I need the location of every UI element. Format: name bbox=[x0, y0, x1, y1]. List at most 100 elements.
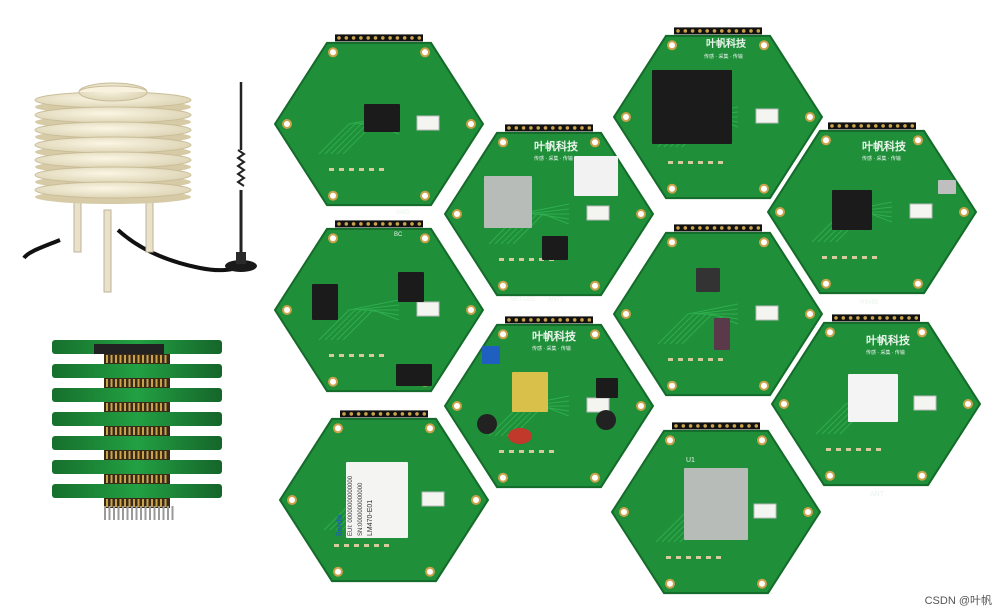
pin bbox=[388, 36, 392, 40]
voltage-regulator bbox=[542, 236, 568, 260]
smd-component bbox=[379, 168, 384, 171]
smd-component bbox=[718, 358, 723, 361]
pin-header bbox=[505, 124, 593, 132]
pin bbox=[514, 318, 519, 322]
pin bbox=[885, 316, 889, 320]
smd-component bbox=[499, 450, 504, 453]
smd-component bbox=[842, 256, 847, 259]
pin-header bbox=[828, 122, 916, 130]
stack-pin bbox=[106, 355, 108, 363]
stack-pin bbox=[115, 475, 117, 483]
lora-brand-text: lierda bbox=[335, 514, 344, 536]
stack-pin bbox=[164, 379, 167, 387]
pin bbox=[688, 424, 693, 428]
pin bbox=[895, 124, 900, 128]
smd-component bbox=[688, 161, 693, 164]
mount-hole bbox=[590, 137, 600, 148]
stack-pin bbox=[155, 379, 158, 387]
smd-component bbox=[852, 256, 857, 259]
trace bbox=[512, 213, 570, 245]
stack-pin bbox=[115, 403, 117, 411]
pin bbox=[344, 222, 349, 226]
stack-pin bbox=[155, 403, 158, 411]
pin bbox=[388, 222, 392, 226]
smd-component bbox=[678, 161, 683, 164]
stack-pin bbox=[124, 403, 126, 411]
stack-pin bbox=[142, 355, 144, 363]
ant1-label: ANT1 bbox=[548, 297, 564, 303]
stack-pin bbox=[115, 355, 117, 363]
stack-pin bbox=[160, 355, 162, 363]
smd-component bbox=[349, 168, 354, 171]
mount-hole bbox=[667, 237, 677, 248]
pin bbox=[903, 124, 907, 128]
lora-module-label: EUI: 00000000000000 SN:0000000000000 lie… bbox=[335, 475, 374, 536]
opamp-chip-left bbox=[312, 284, 338, 320]
stack-bottom-pin bbox=[167, 506, 169, 520]
mount-hole bbox=[333, 423, 343, 434]
stack-bottom-pin bbox=[144, 506, 147, 520]
stack-pin bbox=[146, 499, 149, 507]
stack-pin bbox=[133, 403, 135, 411]
stack-pin bbox=[115, 451, 117, 459]
smd-component bbox=[374, 544, 379, 547]
smd-component bbox=[364, 544, 369, 547]
stack-pin bbox=[155, 427, 158, 435]
mount-hole bbox=[420, 47, 430, 58]
trace bbox=[336, 309, 400, 341]
bc-label: BC bbox=[394, 232, 403, 238]
smd-component bbox=[359, 354, 364, 357]
pin bbox=[907, 316, 911, 320]
smd-component bbox=[832, 256, 837, 259]
stack-pin bbox=[119, 451, 122, 459]
pin bbox=[844, 124, 849, 128]
mount-hole bbox=[619, 507, 629, 517]
pin bbox=[587, 126, 592, 130]
stack-bottom-pin bbox=[113, 506, 115, 520]
pin bbox=[536, 126, 540, 130]
smd-component bbox=[706, 556, 711, 559]
stack-pin bbox=[146, 379, 149, 387]
mcu-chip bbox=[364, 104, 400, 132]
pin bbox=[410, 36, 414, 40]
stack-header-pins bbox=[104, 426, 170, 436]
mount-hole bbox=[636, 209, 646, 219]
pin bbox=[415, 412, 419, 416]
pin bbox=[856, 316, 860, 320]
pin bbox=[698, 226, 702, 230]
mount-hole bbox=[665, 435, 675, 446]
stack-board bbox=[52, 460, 222, 474]
stack-board bbox=[52, 388, 222, 402]
driver-chip bbox=[396, 364, 432, 386]
pin bbox=[386, 412, 390, 416]
pin bbox=[572, 318, 577, 322]
pin bbox=[580, 126, 584, 130]
pin bbox=[507, 126, 511, 130]
sim-module bbox=[484, 176, 532, 228]
stack-pin bbox=[115, 427, 117, 435]
stack-pin bbox=[124, 379, 126, 387]
trace bbox=[506, 213, 570, 245]
pin bbox=[366, 222, 371, 226]
mount-hole bbox=[452, 209, 462, 219]
smd-component bbox=[329, 168, 334, 171]
stack-board bbox=[52, 364, 222, 378]
stack-pin bbox=[146, 451, 149, 459]
stack-bottom-pin bbox=[158, 506, 160, 520]
pin bbox=[337, 36, 341, 40]
stack-pin bbox=[151, 451, 153, 459]
pin bbox=[712, 226, 717, 230]
pin bbox=[710, 424, 715, 428]
mount-hole bbox=[759, 183, 769, 194]
pin bbox=[874, 124, 878, 128]
stack-pin bbox=[164, 499, 167, 507]
pin bbox=[741, 29, 746, 33]
swd-label: SWD bbox=[396, 210, 411, 216]
smd-component bbox=[369, 168, 374, 171]
smd-component bbox=[369, 354, 374, 357]
stack-pin bbox=[124, 499, 126, 507]
smd-component bbox=[344, 544, 349, 547]
stack-pin bbox=[164, 451, 167, 459]
shield-plate bbox=[34, 151, 192, 169]
terminal-block bbox=[482, 346, 500, 364]
